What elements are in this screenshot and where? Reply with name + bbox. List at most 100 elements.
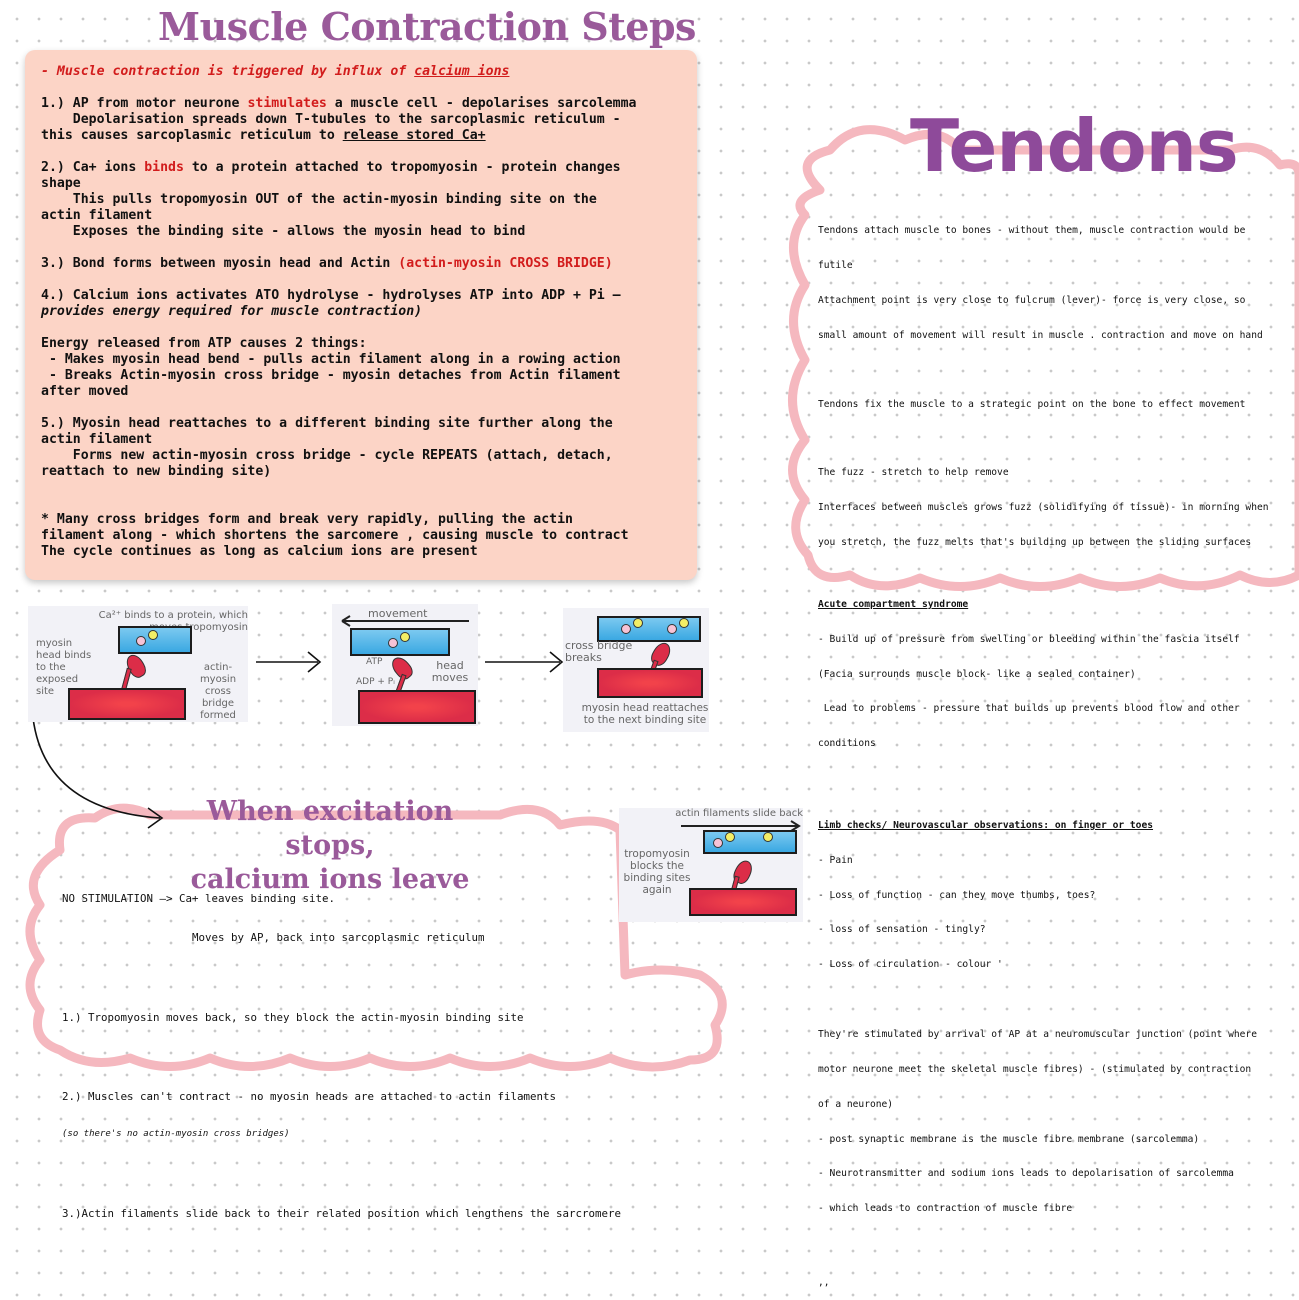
footnote-line-1: * Many cross bridges form and break very… [41,512,681,528]
step-4-line-1: 4.) Calcium ions activates ATO hydrolyse… [41,288,681,304]
footnote-line-3: The cycle continues as long as calcium i… [41,544,681,560]
diagram-3-bottom-label: myosin head reattaches to the next bindi… [581,702,709,726]
stop-line: 1.) Tropomyosin moves back, so they bloc… [62,1011,722,1024]
tendons-line: - Build up of pressure from swelling or … [818,634,1296,646]
tendons-line: The fuzz - stretch to help remove [818,467,1296,479]
tendons-line: (Facia surrounds muscle block- like a se… [818,669,1296,681]
tendons-line: ,, [818,1277,1296,1289]
calcium-dot [763,832,773,842]
binding-site-dot [621,624,631,634]
stop-notes: NO STIMULATION —> Ca+ leaves binding sit… [62,866,722,1233]
binding-site-dot [713,838,723,848]
stop-line: 3.)Actin filaments slide back to their r… [62,1207,722,1220]
step-3: 3.) Bond forms between myosin head and A… [41,256,681,272]
tendons-line: Tendons fix the muscle to a strategic po… [818,399,1296,411]
tendons-line: of a neurone) [818,1099,1296,1111]
diagram-3-left-label: cross bridge breaks [565,640,635,664]
contraction-steps-card: - Muscle contraction is triggered by inf… [25,50,697,580]
tendons-line: - Loss of circulation - colour ' [818,959,1296,971]
movement-arrow-icon [334,614,474,628]
calcium-dot [679,618,689,628]
limb-checks-heading: Limb checks/ Neurovascular observations:… [818,820,1296,832]
calcium-dot [725,832,735,842]
step-5-line-3: Forms new actin-myosin cross bridge - cy… [41,448,681,464]
step-4-line-2: provides energy required for muscle cont… [41,304,681,320]
tendons-line: futile [818,260,1296,272]
tendons-line: - Pain [818,855,1296,867]
tendons-line: Interfaces between muscles grows fuzz (s… [818,502,1296,514]
step-2-line-2: shape [41,176,681,192]
arrow-2-to-3 [485,652,562,672]
step-3-cross-bridge: (actin-myosin CROSS BRIDGE) [398,256,612,271]
diagram-reattach: cross bridge breaks myosin head reattach… [563,608,709,732]
step-1-keyword: stimulates [247,96,326,111]
page-title: Muscle Contraction Steps [158,4,696,49]
binding-site-dot [667,624,677,634]
calcium-dot [148,630,158,640]
binding-site-dot [388,638,398,648]
tendons-line: - Loss of function - can they move thumb… [818,890,1296,902]
step-1-text-c: a muscle cell - depolarises sarcolemma [327,96,637,111]
tendons-line: motor neurone meet the skeletal muscle f… [818,1064,1296,1076]
step-2-text-a: 2.) Ca+ ions [41,160,144,175]
step-5-line-2: actin filament [41,432,681,448]
tendons-notes: Tendons attach muscle to bones - without… [818,202,1296,1300]
adp-label: ADP + Pᵢ [356,676,395,688]
step-2-line-3: This pulls tropomyosin OUT of the actin-… [41,192,681,208]
stop-line-note: (so there's no actin-myosin cross bridge… [62,1129,722,1139]
tendons-line: Lead to problems - pressure that builds … [818,703,1296,715]
tendons-line: you stretch, the fuzz melts that's build… [818,537,1296,549]
footnote-line-2: filament along - which shortens the sarc… [41,528,681,544]
diagram-1-right-label: actin-myosin cross bridge formed [190,662,246,722]
step-2-line-5: Exposes the binding site - allows the my… [41,224,681,240]
tendons-line: Tendons attach muscle to bones - without… [818,225,1296,237]
calcium-dot [400,632,410,642]
tendons-line: - loss of sensation - tingly? [818,924,1296,936]
trigger-line: - Muscle contraction is triggered by inf… [41,64,681,80]
diagram-4-top-label: actin filaments slide back [669,808,803,820]
stop-line: 2.) Muscles can't contract - no myosin h… [62,1090,722,1103]
stop-line: NO STIMULATION —> Ca+ leaves binding sit… [62,892,722,905]
actin-block [68,688,186,720]
step-1-text-a: 1.) AP from motor neurone [41,96,247,111]
tendons-title: Tendons [910,104,1238,188]
tendons-line: conditions [818,738,1296,750]
energy-line-4: after moved [41,384,681,400]
tendons-line: They're stimulated by arrival of AP at a… [818,1029,1296,1041]
stop-title-line-1: When excitation stops, [165,795,495,863]
head-moves-label: head moves [428,660,472,684]
step-1-line-2: Depolarisation spreads down T-tubules to… [41,112,681,128]
step-5-line-4: reattach to new binding site) [41,464,681,480]
stop-line: Moves by AP, back into sarcoplasmic reti… [62,931,722,944]
calcium-dot [633,618,643,628]
diagram-attach: Ca²⁺ binds to a protein, which moves tro… [28,606,248,722]
actin-block [358,690,476,724]
tropomyosin-tube [350,628,450,656]
acute-compartment-heading: Acute compartment syndrome [818,599,1296,611]
step-1-release: release stored Ca+ [343,128,486,143]
step-2-keyword: binds [144,160,184,175]
step-2-text-c: to a protein attached to tropomyosin - p… [184,160,621,175]
arrow-1-to-2 [256,652,320,672]
trigger-prefix: - Muscle contraction is triggered by inf… [41,64,414,79]
step-5-line-1: 5.) Myosin head reattaches to a differen… [41,416,681,432]
step-3-text-a: 3.) Bond forms between myosin head and A… [41,256,398,271]
step-1-line-3: this causes sarcoplasmic reticulum to re… [41,128,681,144]
atp-label: ATP [366,656,382,668]
energy-line-3: - Breaks Actin-myosin cross bridge - myo… [41,368,681,384]
energy-line-2: - Makes myosin head bend - pulls actin f… [41,352,681,368]
myosin-neck [121,668,132,691]
tendons-line: - which leads to contraction of muscle f… [818,1203,1296,1215]
step-1: 1.) AP from motor neurone stimulates a m… [41,96,681,112]
tendons-line: - Neurotransmitter and sodium ions leads… [818,1168,1296,1180]
actin-block [597,668,703,698]
tendons-line: - post synaptic membrane is the muscle f… [818,1134,1296,1146]
binding-site-dot [136,636,146,646]
diagram-power-stroke: movement ATP ADP + Pᵢ head moves [332,604,478,726]
tendons-line: small amount of movement will result in … [818,330,1296,342]
tendons-line: Attachment point is very close to fulcru… [818,295,1296,307]
step-1-text-e: this causes sarcoplasmic reticulum to [41,128,343,143]
energy-line-1: Energy released from ATP causes 2 things… [41,336,681,352]
step-2-line-4: actin filament [41,208,681,224]
step-2: 2.) Ca+ ions binds to a protein attached… [41,160,681,176]
